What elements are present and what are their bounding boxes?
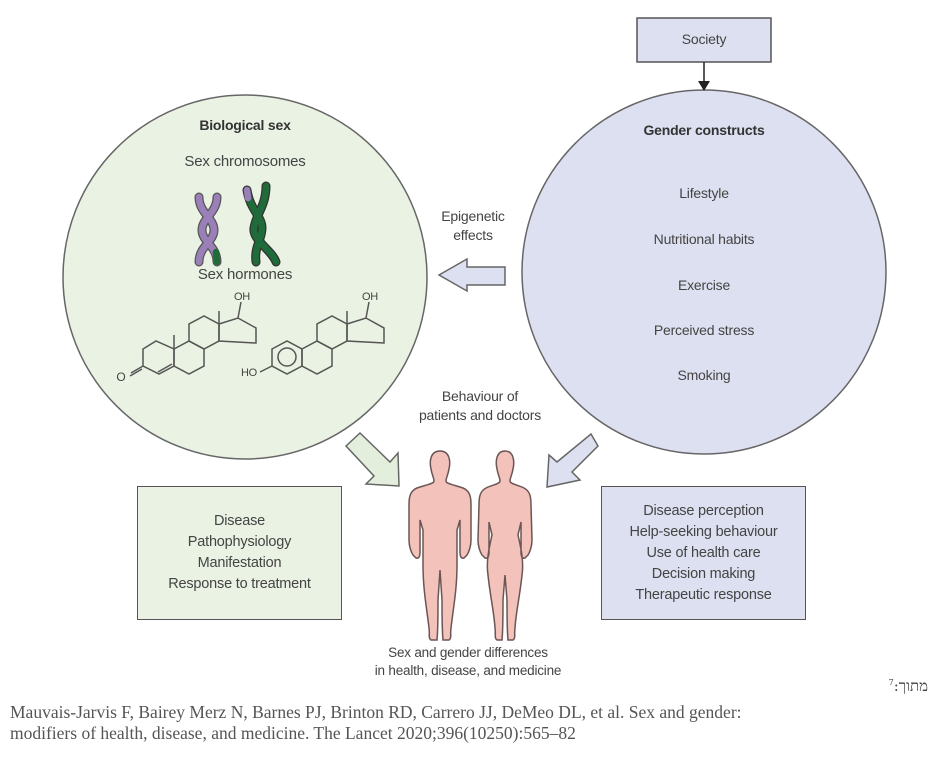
gender-item-perceived-stress: Perceived stress [653,322,755,338]
citation-line2: modifiers of health, disease, and medici… [10,723,576,743]
gender-outcome-item: Decision making [651,565,756,582]
behaviour-label-line2: patients and doctors [418,407,542,423]
gender-item-smoking: Smoking [677,367,731,383]
estradiol-oh-label: OH [361,291,379,303]
bottom-caption-line1: Sex and gender differences [388,645,548,660]
gender-constructs-circle [521,89,887,455]
gender-item-lifestyle: Lifestyle [679,185,729,201]
gender-outcome-item: Help-seeking behaviour [629,523,778,540]
male-figure-icon [408,450,472,641]
estradiol-structure-icon [259,301,385,375]
testosterone-o-label: O [116,370,126,384]
biological-outcome-item: Disease [214,513,265,529]
gender-item-nutritional-habits: Nutritional habits [653,231,755,247]
biological-sex-circle [62,94,428,460]
sex-gender-diagram: Society Biological sex Sex chromosomes S… [62,17,887,678]
gender-outcome-item: Disease perception [643,502,764,519]
citation: Mauvais-Jarvis F, Bairey Merz N, Barnes … [10,702,910,744]
behaviour-label-line1: Behaviour of [441,388,519,404]
female-figure-icon [477,450,533,641]
epigenetic-label-line1: Epigenetic [441,208,505,224]
gender-item-exercise: Exercise [677,277,731,293]
biological-sex-title: Biological sex [199,117,291,133]
citation-line1: Mauvais-Jarvis F, Bairey Merz N, Barnes … [10,702,742,722]
testosterone-oh-label: OH [233,291,251,303]
biological-to-people-arrow-icon [344,431,400,487]
epigenetic-arrow-icon [437,257,506,293]
gender-outcome-item: Use of health care [646,544,761,561]
gender-constructs-title: Gender constructs [643,122,765,138]
footnote-marker: 7 [888,678,894,687]
gender-to-people-arrow-icon [546,432,599,488]
bottom-caption-line2: in health, disease, and medicine [374,663,562,678]
gender-outcomes-box: Disease perception Help-seeking behaviou… [601,486,806,620]
biological-outcome-item: Response to treatment [168,576,311,592]
x-chromosome-icon [194,192,222,267]
source-label-text: מתוך: [893,677,928,695]
source-label: מתוך:7 [889,677,928,696]
biological-outcome-item: Pathophysiology [187,534,292,550]
sex-hormones-label: Sex hormones [197,266,293,283]
epigenetic-label-line2: effects [453,227,493,243]
testosterone-structure-icon [129,301,257,377]
sex-chromosomes-label: Sex chromosomes [184,153,306,170]
society-label: Society [681,31,727,47]
gender-outcome-item: Therapeutic response [635,586,772,603]
diagram-canvas [62,17,887,641]
society-arrow-icon [698,62,710,91]
biological-outcome-item: Manifestation [197,555,282,571]
y-chromosome-icon [242,181,281,267]
biological-outcomes-box: Disease Pathophysiology Manifestation Re… [137,486,342,620]
estradiol-ho-label: HO [240,367,258,379]
